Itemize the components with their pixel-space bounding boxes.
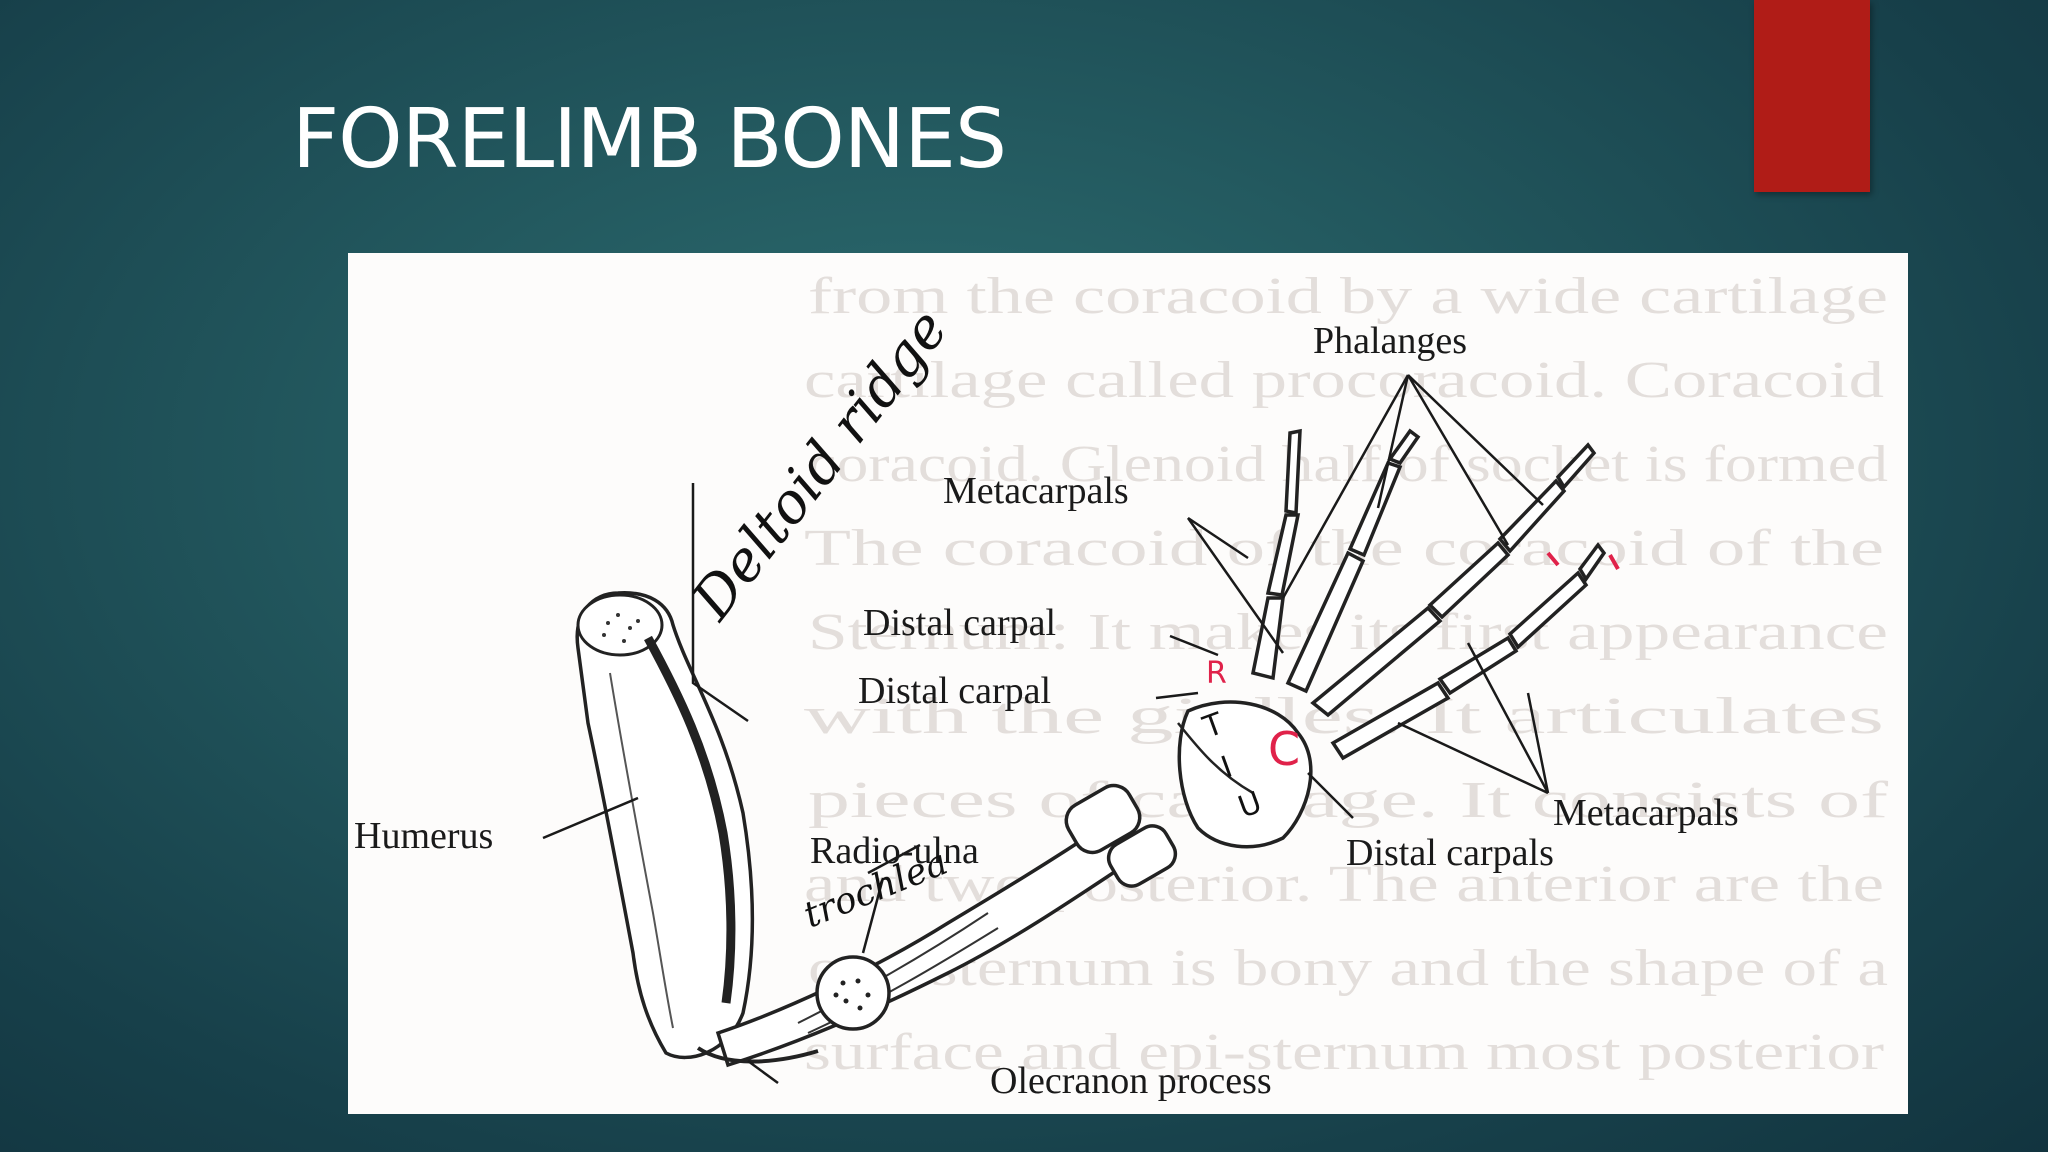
humerus-bone	[575, 591, 755, 1060]
carpal-letter-r: R	[1206, 656, 1227, 691]
background-text-block: from the coracoid by a wide cartilage car…	[804, 268, 1889, 1081]
label-phalanges: Phalanges	[1313, 320, 1467, 362]
label-metacarpals-right: Metacarpals	[1553, 792, 1739, 834]
label-distal-carpals: Distal carpals	[1346, 832, 1554, 874]
radio-ulna-bone	[696, 820, 1131, 1068]
slide-title: FORELIMB BONES	[292, 92, 1007, 187]
background-text-line: surface and epi-sternum most posterior	[804, 1024, 1884, 1081]
background-text-line: from the coracoid by a wide cartilage	[808, 268, 1888, 325]
label-radio-ulna: Radio-ulna	[810, 830, 979, 872]
leader-lines	[542, 374, 1550, 1085]
label-metacarpals-top: Metacarpals	[943, 470, 1129, 512]
accent-bar	[1754, 0, 1870, 192]
forelimb-diagram: from the coracoid by a wide cartilage car…	[348, 253, 1908, 1114]
background-text-line: pieces of cartilage. It consists of	[808, 772, 1889, 829]
label-distal-carpal-2: Distal carpal	[858, 670, 1051, 712]
label-distal-carpal-1: Distal carpal	[863, 602, 1056, 644]
carpal-bones: T I U R C	[1064, 656, 1313, 888]
background-text-line: cartilage called procoracoid. Coracoid	[804, 352, 1884, 409]
label-olecranon-process: Olecranon process	[990, 1060, 1272, 1102]
carpal-letter-c: C	[1268, 722, 1300, 776]
label-humerus: Humerus	[354, 815, 493, 857]
background-text-line: Sternum: It makes its first appearance	[808, 604, 1888, 661]
